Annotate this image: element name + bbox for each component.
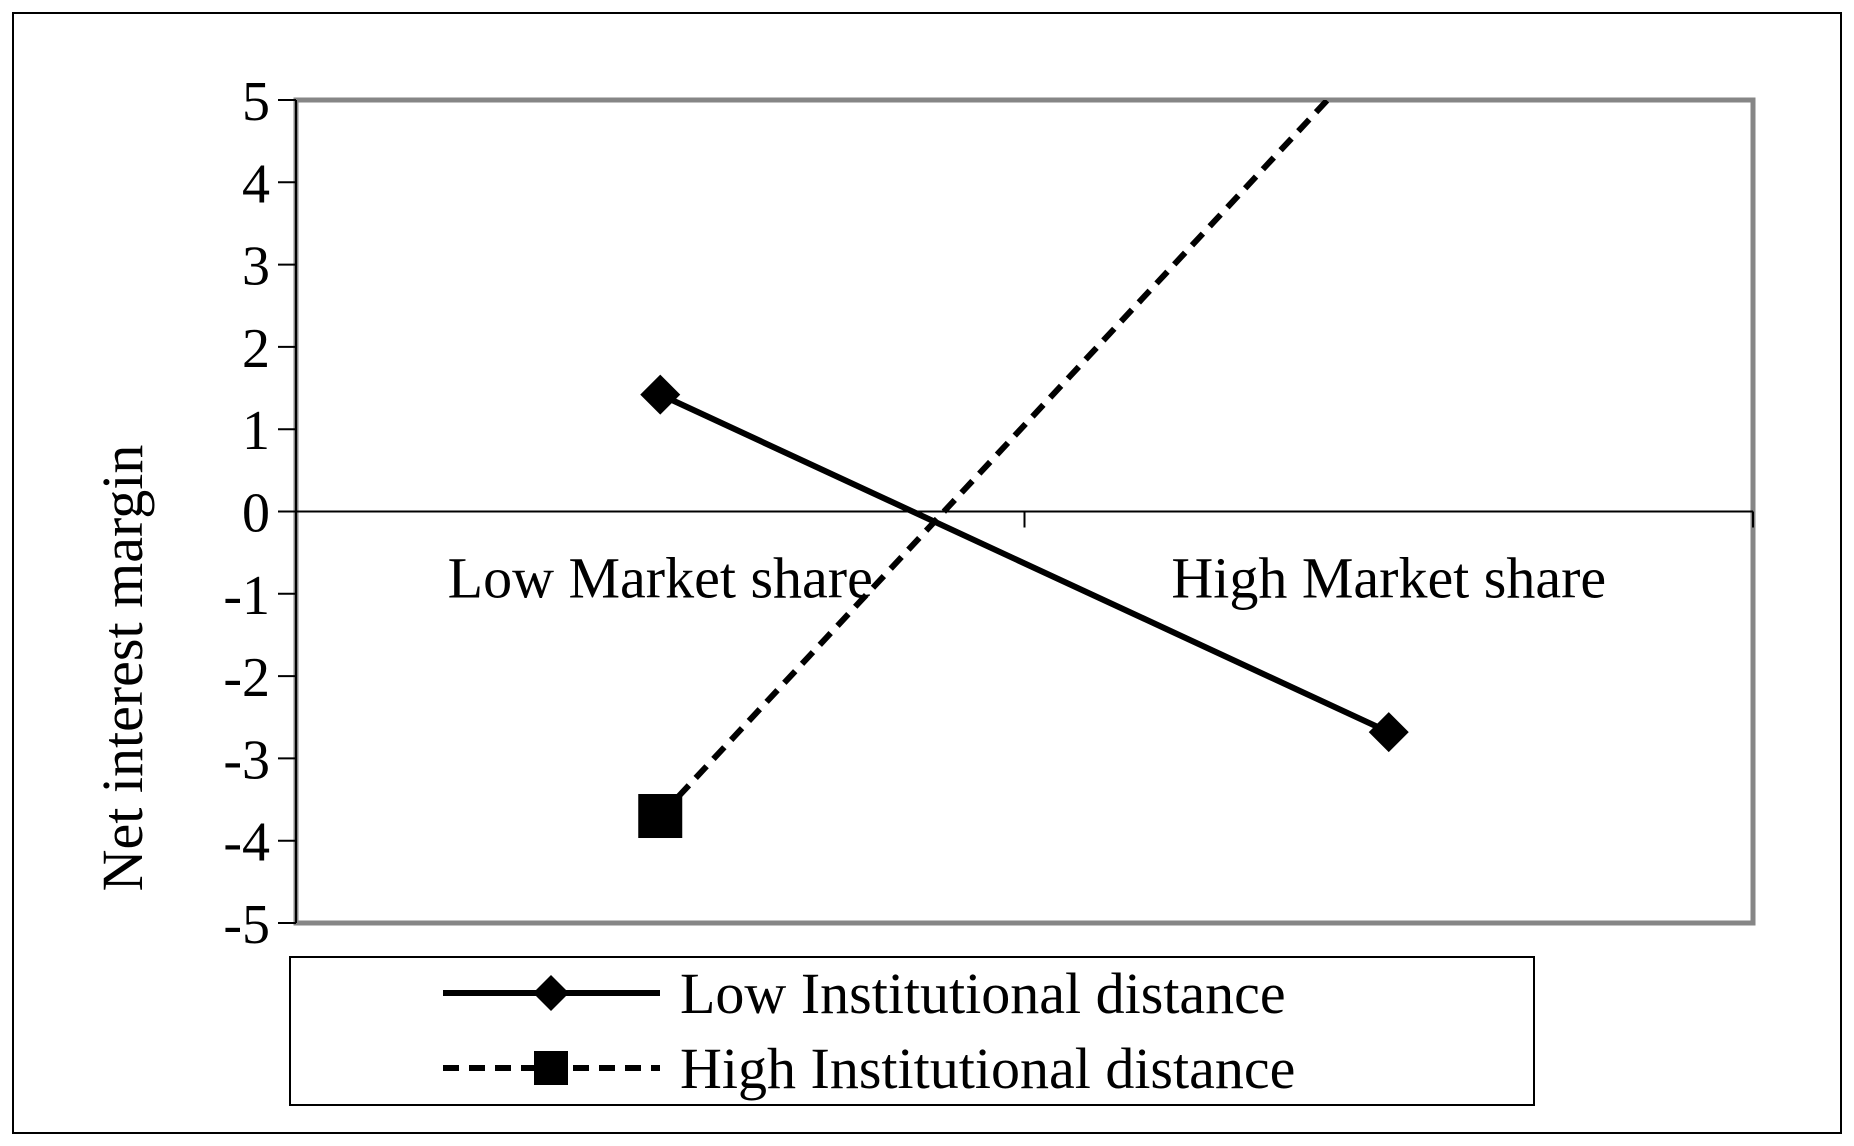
diamond-marker <box>533 975 569 1011</box>
series-lines <box>658 100 1391 819</box>
y-tick-label: -5 <box>223 894 270 956</box>
y-tick-label: 2 <box>242 318 270 380</box>
square-marker <box>638 794 683 839</box>
y-tick-label: 3 <box>242 236 270 298</box>
diamond-marker <box>1368 712 1409 753</box>
series-markers <box>638 374 1409 839</box>
y-tick-label: -2 <box>223 647 270 709</box>
x-axis-category-labels: Low Market share High Market share <box>448 546 1607 611</box>
x-category-label: High Market share <box>1171 546 1606 611</box>
legend-box <box>289 956 1535 1106</box>
y-tick-label: 0 <box>242 483 270 545</box>
y-tick-label: 5 <box>242 71 270 133</box>
y-tick-label: 1 <box>242 400 270 462</box>
series-line-1 <box>658 391 1391 735</box>
x-axis <box>296 510 1754 528</box>
series-line-2 <box>658 100 1332 819</box>
y-tick-label: -3 <box>223 729 270 791</box>
y-tick-label: 4 <box>242 153 270 215</box>
y-axis-ticks: 5 4 3 2 1 0 -1 -2 -3 -4 -5 <box>223 71 296 956</box>
legend-label: Low Institutional distance <box>680 961 1286 1026</box>
y-tick-label: -4 <box>223 812 270 874</box>
diamond-marker <box>640 374 681 415</box>
y-tick-label: -1 <box>223 565 270 627</box>
square-marker <box>534 1051 568 1085</box>
y-axis-title: Net interest margin <box>90 445 155 892</box>
x-category-label: Low Market share <box>448 546 873 611</box>
legend-label: High Institutional distance <box>680 1036 1295 1101</box>
